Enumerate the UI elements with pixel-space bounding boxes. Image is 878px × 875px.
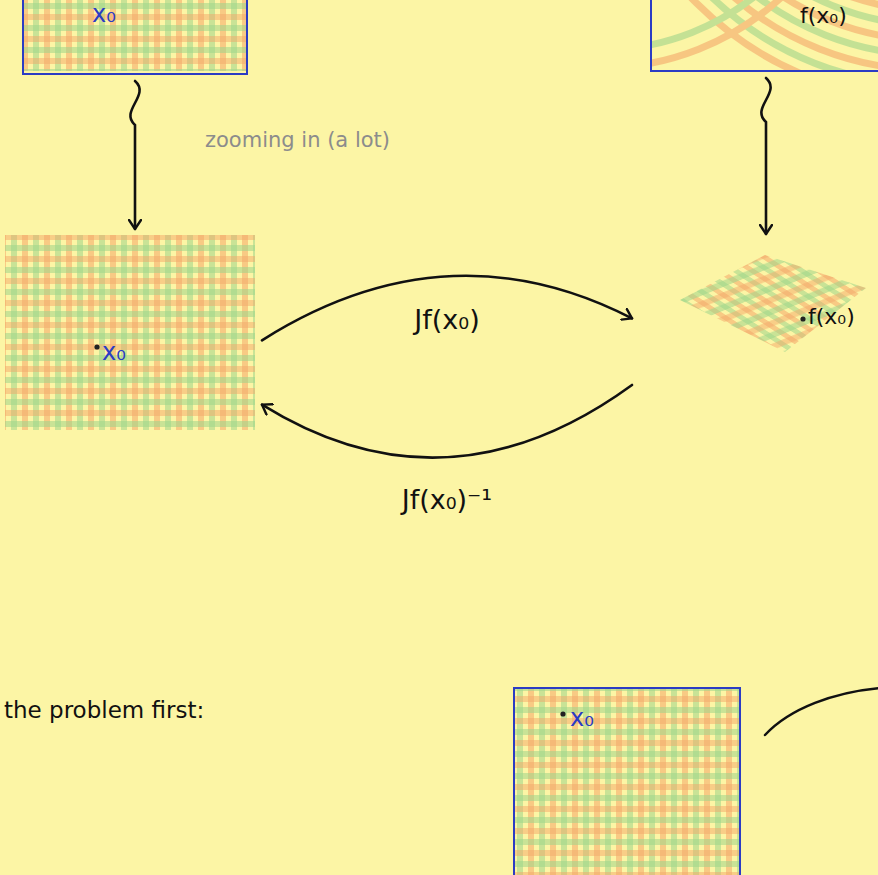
mapping-arrow [262, 385, 632, 458]
mapping-arrow [262, 276, 632, 340]
point-label: x₀ [92, 1, 116, 29]
grid-box: x₀ [22, 0, 248, 75]
mapping-arrow [130, 81, 139, 229]
grid-box: x₀ [513, 687, 741, 875]
mapping-arrow [761, 78, 770, 234]
note-text: the problem first: [4, 697, 204, 723]
grid-patch: f(x₀) [640, 240, 870, 400]
jacobian-label: Jf(x₀)⁻¹ [402, 484, 492, 515]
grid-box: f(x₀) [650, 0, 878, 72]
note-text: zooming in (a lot) [205, 128, 390, 152]
grid-patch: x₀ [5, 235, 255, 430]
point-label: f(x₀) [808, 304, 855, 329]
jacobian-label: Jf(x₀) [414, 304, 479, 335]
point-label: x₀ [570, 705, 594, 733]
point-label: x₀ [102, 339, 126, 367]
point-label: f(x₀) [800, 3, 847, 28]
